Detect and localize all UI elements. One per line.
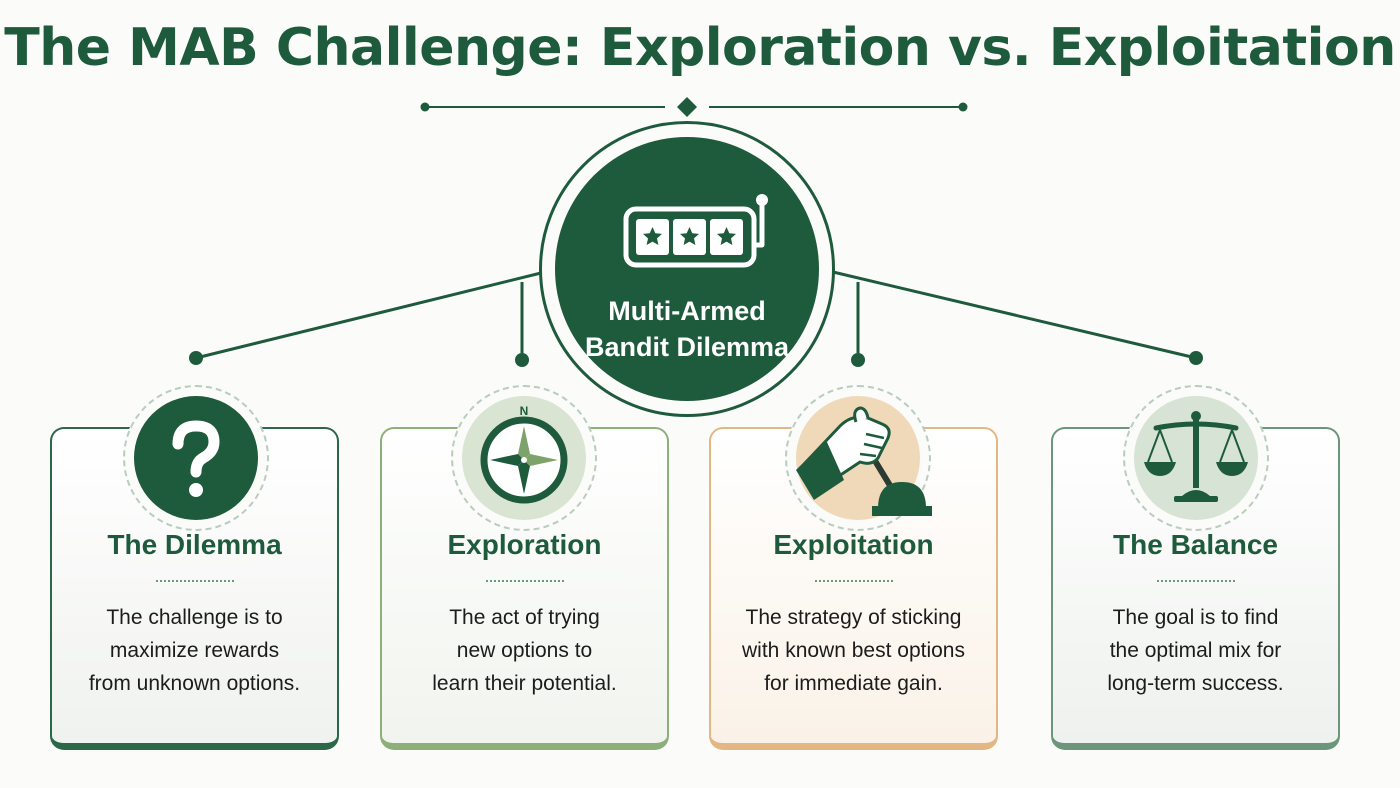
card-desc-line: maximize rewards	[109, 639, 280, 662]
card-title: Exploitation	[773, 529, 934, 560]
hub-label-line1: Multi-Armed	[608, 296, 766, 326]
hub-inner: Multi-Armed Bandit Dilemma	[555, 137, 819, 401]
card-desc-line: for immediate gain.	[764, 672, 943, 695]
hub-label-line2: Bandit Dilemma	[584, 332, 790, 362]
card-desc-line: the optimal mix for	[1109, 639, 1282, 662]
card-desc-line: The goal is to find	[1112, 606, 1279, 629]
card-title: The Dilemma	[107, 529, 282, 560]
card-description: The act of trying new options to learn t…	[400, 601, 649, 700]
badge-balance	[1123, 385, 1269, 531]
page-title: The MAB Challenge: Exploration vs. Explo…	[4, 18, 1396, 78]
card-divider	[814, 580, 893, 582]
card-desc-line: with known best options	[742, 639, 965, 662]
card-title: The Balance	[1113, 529, 1278, 560]
compass-letter: N	[520, 404, 529, 418]
lever-hand-icon	[796, 396, 932, 520]
balance-scale-icon	[1134, 396, 1258, 520]
card-desc-line: long-term success.	[1107, 672, 1284, 695]
card-description: The goal is to find the optimal mix for …	[1071, 601, 1320, 700]
card-title: Exploration	[447, 529, 602, 560]
hub-label: Multi-Armed Bandit Dilemma	[555, 293, 819, 365]
badge-exploration: N	[451, 385, 597, 531]
title-divider-diamond	[677, 97, 697, 117]
card-description: The challenge is to maximize rewards fro…	[70, 601, 319, 700]
hub-circle: Multi-Armed Bandit Dilemma	[539, 121, 835, 417]
badge-exploitation	[785, 385, 932, 531]
card-desc-line: The strategy of sticking	[745, 606, 962, 629]
card-desc-line: new options to	[456, 639, 593, 662]
card-desc-line: learn their potential.	[432, 672, 617, 695]
card-description: The strategy of sticking with known best…	[729, 601, 978, 700]
card-desc-line: The act of trying	[449, 606, 600, 629]
badge-dilemma	[123, 385, 269, 531]
slot-machine-icon	[623, 194, 768, 268]
card-divider	[155, 580, 234, 582]
compass-icon: N	[462, 396, 586, 520]
card-desc-line: The challenge is to	[106, 606, 283, 629]
card-divider	[1156, 580, 1235, 582]
card-desc-line: from unknown options.	[88, 672, 301, 695]
question-mark-icon	[134, 396, 258, 520]
card-divider	[485, 580, 564, 582]
